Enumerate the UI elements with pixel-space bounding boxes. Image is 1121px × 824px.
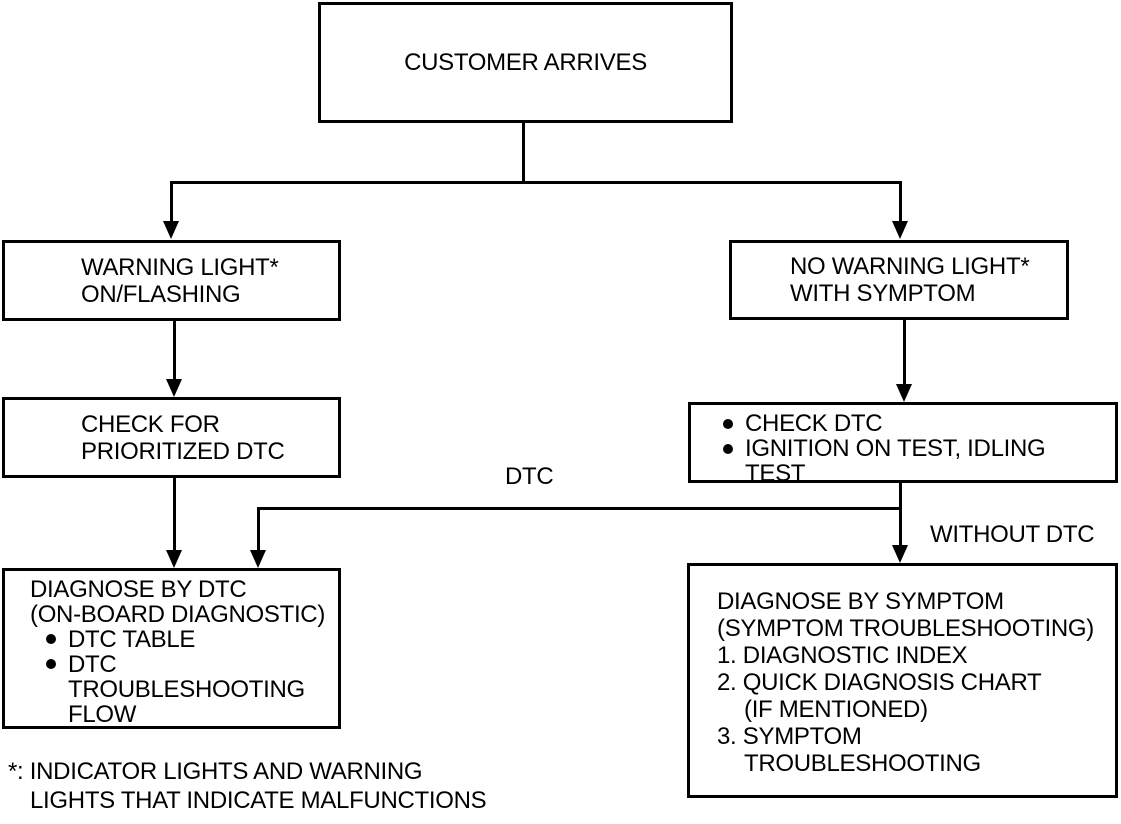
node-check-dtc-tests: CHECK DTC IGNITION ON TEST, IDLING TEST [688,402,1118,486]
bullet-icon [46,659,56,669]
connector-right-branch-drop [899,181,902,222]
arrowhead-icon [892,221,908,239]
node-diagnose-by-dtc: DIAGNOSE BY DTC (ON-BOARD DIAGNOSTIC) DT… [2,568,341,729]
list-item: DTC TABLE [46,627,338,652]
node-label: CHECK FOR PRIORITIZED DTC [81,410,285,465]
list-item: DTC TROUBLESHOOTING FLOW [46,652,338,727]
arrowhead-icon [166,379,182,397]
node-diagnose-by-symptom: DIAGNOSE BY SYMPTOM (SYMPTOM TROUBLESHOO… [687,563,1118,798]
connector-warning-to-check [173,321,176,380]
node-no-warning-light-with-symptom: NO WARNING LIGHT* WITH SYMPTOM [729,240,1069,320]
connector-dtc-elbow-drop [257,507,260,551]
node-heading: DIAGNOSE BY SYMPTOM (SYMPTOM TROUBLESHOO… [717,588,1094,642]
connector-dtc-horizontal [257,507,902,510]
connector-branch-horizontal [170,181,902,184]
connector-check-to-diagnose [173,478,176,551]
list-item-text: IGNITION ON TEST, IDLING TEST [745,435,1046,487]
list-item-text: DTC TABLE [68,626,196,653]
node-heading: DIAGNOSE BY DTC (ON-BOARD DIAGNOSTIC) [30,576,326,628]
footnote: *: INDICATOR LIGHTS AND WARNING LIGHTS T… [8,758,487,814]
edge-label-without-dtc: WITHOUT DTC [930,521,1095,548]
node-label: NO WARNING LIGHT* WITH SYMPTOM [790,253,1030,307]
connector-nowarning-to-checkdtc [903,320,906,385]
node-customer-arrives: CUSTOMER ARRIVES [318,2,733,123]
list-item-text: DTC TROUBLESHOOTING FLOW [68,651,305,728]
edge-label-dtc: DTC [505,463,554,490]
numbered-item: 1. DIAGNOSTIC INDEX [717,642,968,669]
list-item-text: CHECK DTC [745,410,883,437]
connector-customer-drop [522,123,525,181]
arrowhead-icon [163,221,179,239]
node-warning-light-on-flashing: WARNING LIGHT* ON/FLASHING [2,240,341,321]
bullet-icon [723,419,733,429]
arrowhead-icon [250,550,266,568]
list-item: IGNITION ON TEST, IDLING TEST [723,436,1115,486]
arrowhead-icon [166,550,182,568]
node-label: CUSTOMER ARRIVES [404,49,647,76]
bullet-icon [46,634,56,644]
numbered-item: 3. SYMPTOM TROUBLESHOOTING [717,723,981,777]
node-label: WARNING LIGHT* ON/FLASHING [81,253,279,308]
list-item: CHECK DTC [723,411,1115,436]
bullet-icon [723,444,733,454]
node-check-for-prioritized-dtc: CHECK FOR PRIORITIZED DTC [2,397,341,478]
arrowhead-icon [896,384,912,402]
connector-checkdtc-to-symptom [899,483,902,546]
arrowhead-icon [892,545,908,563]
connector-left-branch-drop [170,181,173,222]
numbered-item: 2. QUICK DIAGNOSIS CHART (IF MENTIONED) [717,669,1042,723]
